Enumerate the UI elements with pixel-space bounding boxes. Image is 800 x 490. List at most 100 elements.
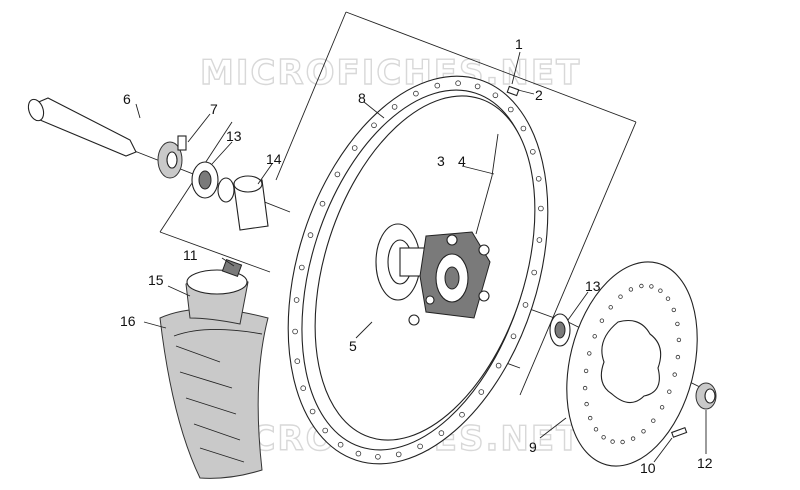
hole [582, 385, 588, 391]
hole [658, 288, 663, 293]
hole [649, 284, 654, 289]
hole [438, 430, 445, 436]
tire [159, 308, 269, 479]
hole [375, 453, 381, 460]
assembly-frame [159, 11, 637, 396]
hole [294, 358, 301, 365]
hole [593, 427, 599, 432]
hole [355, 450, 362, 457]
callout-12: 12 [697, 455, 713, 471]
hole [522, 302, 529, 308]
hole [651, 418, 656, 423]
hole [672, 372, 677, 377]
hole [300, 385, 307, 392]
hole [293, 297, 300, 303]
hole [584, 401, 589, 407]
hole [641, 429, 646, 434]
callout-15: 15 [148, 272, 164, 288]
spoke [475, 133, 499, 235]
hole [495, 362, 502, 369]
hole [434, 82, 441, 89]
leader-lines [135, 51, 707, 463]
hole [529, 149, 536, 155]
hole [639, 283, 644, 289]
hole [510, 333, 517, 340]
hole [474, 83, 481, 90]
callout-10: 10 [640, 460, 656, 476]
hole [676, 337, 682, 343]
hole [583, 368, 589, 374]
callout-7: 7 [210, 101, 218, 117]
hole [351, 145, 358, 151]
callout-14: 14 [266, 151, 282, 167]
axle [27, 97, 137, 157]
hole [659, 405, 665, 410]
watermark-top: MICROFICHES.NET [200, 53, 581, 93]
callout-1: 1 [515, 36, 523, 52]
disc-spacer [695, 382, 717, 410]
hole [601, 435, 606, 440]
hole [610, 439, 615, 444]
hole [592, 334, 597, 339]
hole [588, 415, 593, 421]
callout-9: 9 [529, 439, 537, 455]
callout-2: 2 [535, 87, 543, 103]
hole [536, 237, 543, 243]
hole [538, 205, 544, 212]
wheel-hub [375, 223, 491, 326]
hole [319, 200, 326, 207]
callout-4: 4 [458, 153, 466, 169]
hole [309, 408, 316, 415]
hole [391, 104, 398, 110]
valve [221, 258, 243, 278]
hole [620, 439, 625, 445]
hole [307, 232, 314, 238]
hole [371, 122, 377, 129]
hole [599, 318, 605, 323]
hole [478, 389, 485, 395]
hole [334, 171, 341, 178]
callout-13-right: 13 [585, 278, 601, 294]
hole [492, 92, 499, 99]
hole [671, 307, 676, 313]
hole [608, 305, 613, 310]
bearing-right [549, 313, 571, 347]
bearing-left [191, 161, 235, 203]
hole [618, 294, 623, 299]
speedometer-drive [157, 135, 187, 179]
hole [675, 354, 681, 360]
callout-5: 5 [349, 338, 357, 354]
hole [507, 106, 514, 113]
hole [298, 264, 305, 271]
hole [292, 328, 298, 335]
callout-8: 8 [358, 90, 366, 106]
callout-3: 3 [437, 153, 445, 169]
hole [535, 176, 542, 182]
callout-16: 16 [120, 313, 136, 329]
callout-labels: 1 2 3 4 5 6 7 8 9 10 11 12 13 13 14 15 1… [120, 36, 713, 476]
rim-spoke-holes [292, 80, 544, 460]
hole [459, 411, 465, 418]
hole [675, 321, 680, 327]
hole [667, 389, 672, 394]
hole [322, 427, 329, 434]
brake-disc-holes [582, 283, 682, 445]
hole [520, 125, 527, 132]
hole [417, 443, 423, 450]
callout-11: 11 [183, 247, 198, 263]
hole [455, 80, 461, 86]
rim-screw [506, 85, 520, 97]
callout-6: 6 [123, 91, 131, 107]
hole [413, 90, 419, 97]
callout-13-left: 13 [226, 128, 242, 144]
inner-tube [185, 269, 249, 325]
disc-bolt [671, 427, 688, 438]
hole [395, 451, 402, 458]
spacer-tube [233, 175, 269, 231]
hole [665, 296, 671, 301]
hole [531, 269, 537, 276]
brake-disc [566, 261, 698, 467]
hole [630, 436, 636, 441]
hole [628, 287, 634, 292]
